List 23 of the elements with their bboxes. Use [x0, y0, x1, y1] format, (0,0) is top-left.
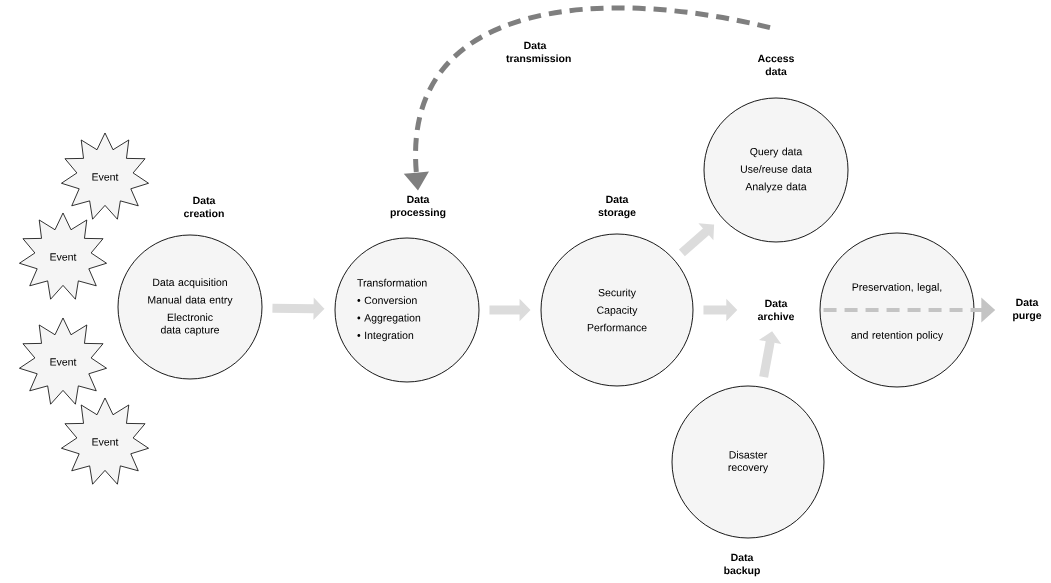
event-starburst: Event [19, 212, 107, 300]
circle-text: Query data Use/reuse data Analyze data [740, 147, 812, 193]
stage-heading: Data backup [724, 553, 760, 577]
block-arrow [678, 223, 715, 257]
stage-heading: Data creation [184, 196, 224, 218]
stage-heading: Data processing [390, 195, 446, 219]
stage-heading: Data storage [598, 195, 636, 219]
event-starburst: Event [19, 317, 107, 405]
circle-text: Data acquisition Manual data entry Electronic data capture [148, 278, 233, 336]
node-label: • Integration [357, 331, 414, 342]
edge-label: Data transmission [506, 41, 571, 63]
stage-heading: Data purge [1013, 298, 1042, 322]
circle-text: Disaster recovery [728, 450, 769, 474]
node-label: Transformation [357, 278, 427, 287]
event-starburst: Event [61, 132, 149, 220]
circle-text: Security Capacity Performance [587, 288, 647, 332]
stage-heading: Data archive [757, 299, 795, 321]
event-starburst: Event [61, 397, 149, 485]
node-label: • Conversion [357, 296, 417, 305]
circle-text: Transformation • Conversion • Aggregation • Integration [357, 278, 427, 342]
circle-text: Preservation, legal, and retention policy [851, 283, 944, 341]
stage-heading: Access data [757, 54, 794, 76]
node-label: • Aggregation [357, 313, 421, 324]
